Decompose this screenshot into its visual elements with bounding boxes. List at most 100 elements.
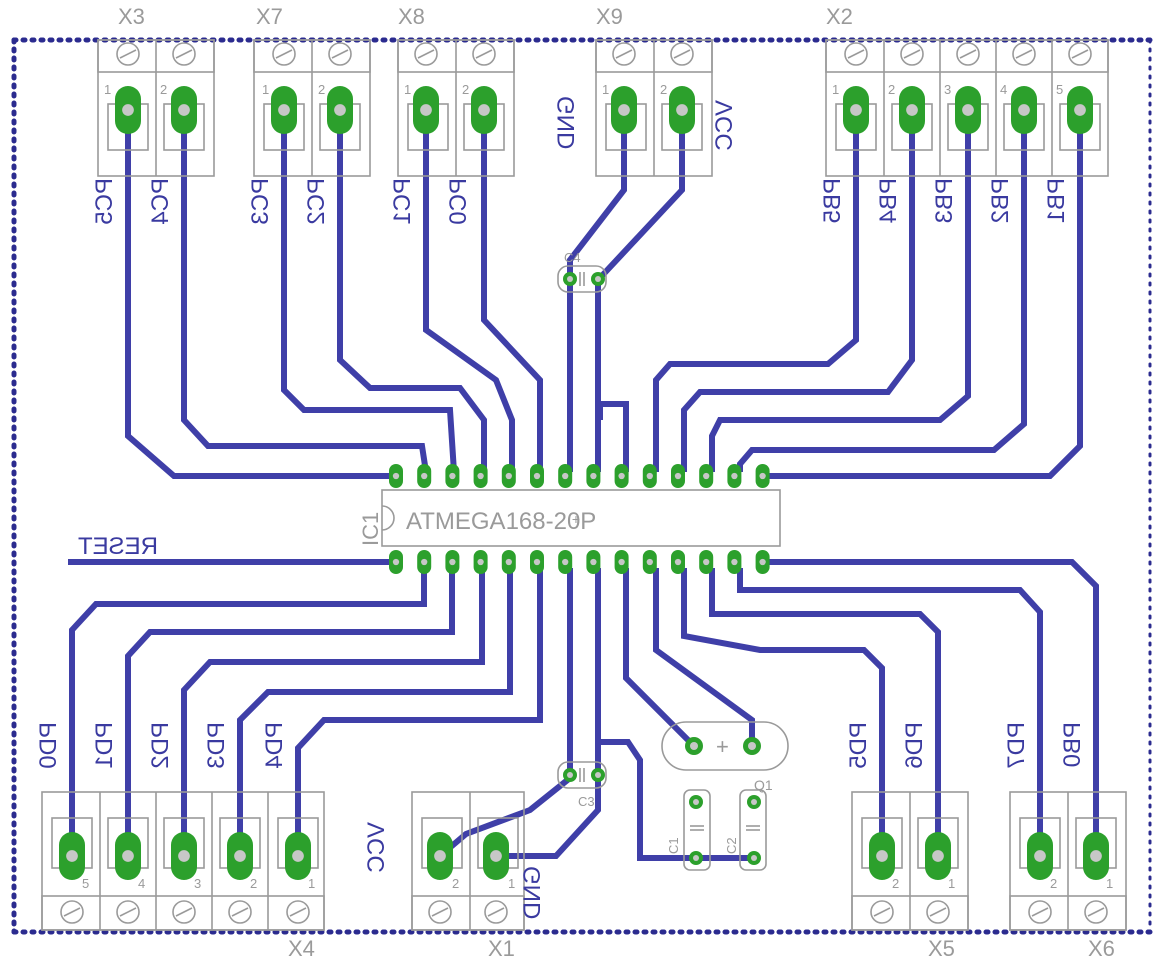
connector-pad <box>327 86 353 134</box>
connector-pad <box>1011 86 1037 134</box>
connector-x2[interactable]: X2 1 2 3 4 5 <box>825 4 1109 177</box>
ic1-pin-top <box>389 464 403 488</box>
connector-ref: X6 <box>1088 936 1115 961</box>
connector-pad <box>59 832 85 880</box>
ic1-pin-bottom <box>755 550 770 574</box>
connector-x1[interactable]: X1 2 1 <box>411 791 525 961</box>
label-pd1: PD1 <box>91 722 118 769</box>
connector-pad <box>115 832 141 880</box>
svg-text:4: 4 <box>138 876 145 891</box>
svg-text:1: 1 <box>308 876 315 891</box>
label-pd7: PD7 <box>1003 722 1030 769</box>
svg-text:5: 5 <box>82 876 89 891</box>
connector-ref: X4 <box>288 936 315 961</box>
svg-text:1: 1 <box>404 82 411 97</box>
ic1-pin-top <box>699 464 714 488</box>
label-gnd-x1: GND <box>519 866 546 919</box>
c3-label: C3 <box>578 794 595 809</box>
ic1-pin-bottom <box>558 550 573 574</box>
connector-pad <box>1083 832 1109 880</box>
connector-ref: X2 <box>826 4 853 29</box>
svg-text:2: 2 <box>160 82 167 97</box>
connector-x6[interactable]: X6 2 1 <box>1009 791 1127 961</box>
label-vcc-x1: VCC <box>363 822 390 873</box>
label-pb2: PB2 <box>987 178 1014 223</box>
connector-x8[interactable]: X8 1 2 <box>397 4 515 177</box>
capacitor-c2[interactable]: C2 <box>724 789 767 871</box>
connector-pad <box>171 86 197 134</box>
ic1-pin-bottom <box>614 550 629 574</box>
svg-text:+: + <box>572 511 580 527</box>
label-pb5: PB5 <box>819 178 846 223</box>
ic1-pin-bottom <box>699 550 714 574</box>
traces <box>68 110 1099 861</box>
svg-text:2: 2 <box>1050 876 1057 891</box>
crystal-q1[interactable]: + Q1 <box>661 721 789 793</box>
label-gnd-x9: GND <box>553 96 580 149</box>
c2-label: C2 <box>724 837 739 854</box>
ic1-pin-top <box>558 464 573 488</box>
connector-x5[interactable]: X5 2 1 <box>851 791 969 961</box>
svg-text:5: 5 <box>1056 82 1063 97</box>
connector-pad <box>285 832 311 880</box>
label-pd4: PD4 <box>261 722 288 769</box>
connector-pad <box>869 832 895 880</box>
ic1-pin-bottom <box>586 550 601 574</box>
svg-text:+: + <box>716 734 729 759</box>
ic1-pin-top <box>586 464 601 488</box>
svg-text:1: 1 <box>104 82 111 97</box>
label-reset: RESET <box>78 533 158 560</box>
ic1-package[interactable]: IC1 ATMEGA168-20P + <box>358 489 781 547</box>
connector-x7[interactable]: X7 1 2 <box>253 4 371 177</box>
ic1-pin-top <box>671 464 685 488</box>
connector-pad <box>427 832 453 880</box>
connector-pad <box>115 86 141 134</box>
label-pb1: PB1 <box>1043 178 1070 223</box>
connector-pad <box>955 86 981 134</box>
connector-pad <box>471 86 497 134</box>
connector-pad <box>227 832 253 880</box>
svg-text:3: 3 <box>944 82 951 97</box>
connector-pad <box>1027 832 1053 880</box>
connector-x9[interactable]: X9 1 2 <box>595 4 713 177</box>
ic1-pin-top <box>642 464 657 488</box>
connector-pad <box>413 86 439 134</box>
q1-label: Q1 <box>754 777 773 793</box>
connector-x3[interactable]: X3 1 2 <box>97 4 215 177</box>
ic1-pin-bottom <box>417 550 432 574</box>
label-pc2: PC2 <box>303 178 330 225</box>
svg-text:1: 1 <box>602 82 609 97</box>
label-pd0: PD0 <box>35 722 62 769</box>
connector-ref: X8 <box>398 4 425 29</box>
label-pc5: PC5 <box>91 178 118 225</box>
ic1-pin-bottom <box>642 550 657 574</box>
ic1-pins <box>389 464 770 574</box>
ic1-pin-top <box>501 464 516 488</box>
capacitor-c1[interactable]: C1 <box>666 789 711 871</box>
svg-text:2: 2 <box>250 876 257 891</box>
connector-pad <box>1067 86 1093 134</box>
connector-pad <box>611 86 637 134</box>
capacitor-c4[interactable]: C4 <box>557 250 607 293</box>
svg-text:2: 2 <box>452 876 459 891</box>
ic1-pin-bottom <box>445 550 460 574</box>
connector-ref: X5 <box>928 936 955 961</box>
connector-ref: X1 <box>488 936 515 961</box>
svg-text:2: 2 <box>462 82 469 97</box>
connector-ref: X9 <box>596 4 623 29</box>
connector-pad <box>843 86 869 134</box>
svg-text:1: 1 <box>262 82 269 97</box>
svg-text:1: 1 <box>948 876 955 891</box>
connector-ref: X3 <box>118 4 145 29</box>
connector-pad <box>483 832 509 880</box>
capacitor-c3[interactable]: C3 <box>557 761 607 809</box>
ic1-pin-bottom <box>671 550 685 574</box>
svg-text:1: 1 <box>508 876 515 891</box>
signal-labels: PC5 PC4 PC3 PC2 PC1 PC0 GND VCC PB5 PB4 … <box>35 96 1086 919</box>
svg-text:3: 3 <box>194 876 201 891</box>
connector-pads <box>59 86 1109 880</box>
label-pb4: PB4 <box>875 178 902 223</box>
label-pd2: PD2 <box>147 722 174 769</box>
svg-text:1: 1 <box>832 82 839 97</box>
ic1-pin-top <box>614 464 629 488</box>
